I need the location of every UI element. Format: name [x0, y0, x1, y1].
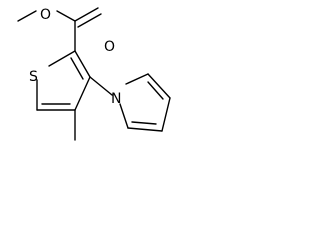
atom-label-sulfur: S [29, 69, 38, 85]
bond-cc-cd-inner [131, 121, 157, 125]
atom-label-ether-oxygen: O [40, 7, 51, 23]
bond-ca-cb-inner [147, 81, 164, 100]
bond-carbonyl-double-b [77, 13, 102, 28]
atom-label-carbonyl-oxygen: O [104, 39, 115, 55]
bond-ca-cb [147, 73, 171, 99]
bond-cb-cc [161, 97, 171, 132]
bond-c2-c3-inner [70, 57, 84, 80]
bond-c2-c3 [74, 50, 91, 78]
bond-s-c2 [48, 50, 76, 67]
atom-label-nitrogen: N [111, 91, 121, 107]
bond-methyl-o [17, 10, 37, 22]
chemical-structure-diagram: O O S N [17, 7, 171, 141]
bond-cc-cd [127, 127, 163, 132]
bond-n-ca [125, 73, 149, 85]
bond-group [17, 7, 171, 141]
bond-carbonyl-double-a [74, 7, 99, 22]
bond-c3-n [89, 76, 113, 96]
bond-cd-n [119, 103, 129, 129]
bond-o-carbonylc [56, 10, 76, 22]
bond-c3-c4 [74, 76, 91, 111]
